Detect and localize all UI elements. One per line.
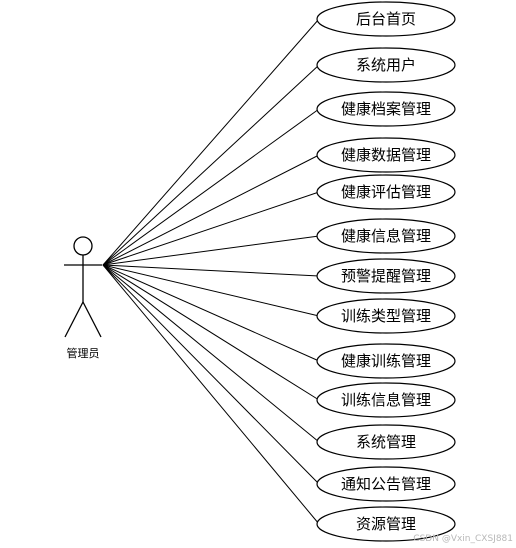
use-case: 系统用户	[316, 47, 456, 83]
use-case-ellipse	[316, 258, 456, 294]
association-line	[102, 264, 320, 362]
association-line	[102, 154, 320, 266]
use-case: 资源管理	[316, 506, 456, 542]
actor-admin: 管理员	[64, 236, 102, 360]
association-line	[102, 264, 320, 277]
use-case-ellipse	[316, 343, 456, 379]
use-case: 健康评估管理	[316, 174, 456, 210]
association-line	[102, 264, 320, 401]
use-case-ellipse	[316, 174, 456, 210]
use-case-label: 系统管理	[356, 433, 416, 451]
use-case-label: 健康训练管理	[341, 352, 431, 370]
use-case-label: 后台首页	[356, 10, 416, 28]
association-line	[102, 64, 320, 266]
use-case-label: 训练信息管理	[341, 391, 431, 409]
actor-label: 管理员	[67, 346, 100, 360]
use-case-ellipse	[316, 298, 456, 334]
association-line	[102, 191, 320, 266]
use-case-label: 健康档案管理	[341, 100, 431, 118]
actor-left-leg	[64, 301, 84, 338]
association-line	[102, 108, 320, 266]
use-case-ellipse	[316, 218, 456, 254]
association-line	[102, 264, 320, 317]
use-case-ellipse	[316, 1, 456, 37]
association-line	[102, 264, 320, 525]
use-case-ellipse	[316, 424, 456, 460]
association-lines	[102, 18, 320, 525]
use-case-label: 系统用户	[356, 56, 416, 74]
use-case: 健康信息管理	[316, 218, 456, 254]
use-case-ellipse	[316, 506, 456, 542]
use-case: 训练类型管理	[316, 298, 456, 334]
use-case-ellipse	[316, 466, 456, 502]
use-case: 健康数据管理	[316, 137, 456, 173]
use-case-label: 健康信息管理	[341, 227, 431, 245]
use-case-label: 训练类型管理	[341, 307, 431, 325]
use-case: 健康档案管理	[316, 91, 456, 127]
watermark: CSDN @Vxin_CXSJ881	[413, 534, 513, 544]
use-case: 训练信息管理	[316, 382, 456, 418]
use-case-ellipse	[316, 91, 456, 127]
use-case-ellipse	[316, 47, 456, 83]
association-line	[102, 235, 320, 266]
use-case-ellipse	[316, 137, 456, 173]
actor-right-leg	[82, 301, 102, 338]
use-case-label: 通知公告管理	[341, 475, 431, 493]
use-case: 健康训练管理	[316, 343, 456, 379]
use-case-label: 资源管理	[356, 515, 416, 533]
use-case: 预警提醒管理	[316, 258, 456, 294]
actor-head	[73, 236, 93, 256]
use-case-label: 健康评估管理	[341, 183, 431, 201]
association-line	[102, 18, 320, 266]
association-line	[102, 264, 320, 443]
use-case-label: 预警提醒管理	[341, 267, 431, 285]
use-case: 后台首页	[316, 1, 456, 37]
association-line	[102, 264, 320, 485]
use-case: 系统管理	[316, 424, 456, 460]
use-case: 通知公告管理	[316, 466, 456, 502]
use-case-label: 健康数据管理	[341, 146, 431, 164]
use-cases: 后台首页系统用户健康档案管理健康数据管理健康评估管理健康信息管理预警提醒管理训练…	[316, 1, 456, 542]
use-case-ellipse	[316, 382, 456, 418]
